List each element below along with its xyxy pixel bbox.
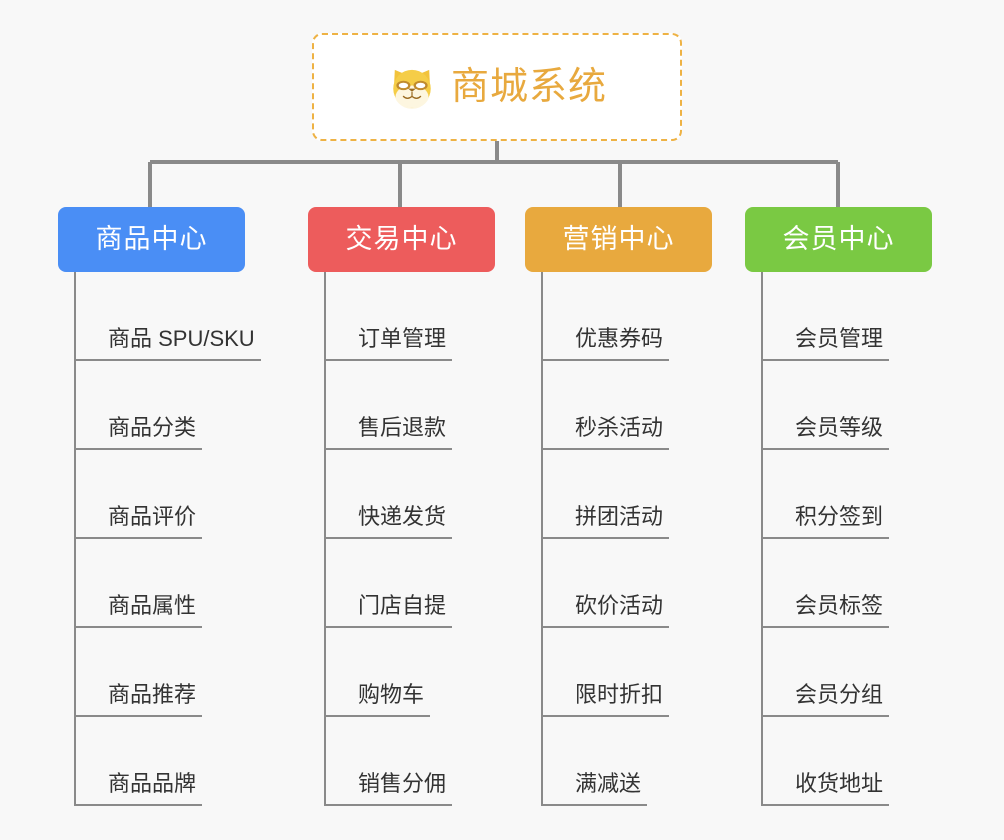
leaf-stub — [761, 448, 795, 450]
category-label-2: 交易中心 — [345, 224, 458, 254]
leaf-stub — [324, 715, 358, 717]
root-title: 商城系统 — [450, 66, 607, 108]
leaf-item[interactable]: 限时折扣 — [541, 628, 670, 717]
leaf-label: 商品推荐 — [108, 684, 203, 717]
leaf-trunk-1 — [74, 272, 76, 806]
leaf-stub — [324, 804, 358, 806]
leaf-item[interactable]: 商品品牌 — [74, 717, 261, 806]
leaf-stub — [74, 715, 108, 717]
leaf-label: 购物车 — [358, 684, 431, 717]
leaf-label: 满减送 — [575, 773, 648, 806]
leaf-label: 砍价活动 — [575, 595, 670, 628]
leaf-stub — [541, 804, 575, 806]
shiba-dog-face-icon — [393, 69, 431, 109]
category-label-3: 营销中心 — [562, 224, 675, 254]
leaf-label: 限时折扣 — [575, 684, 670, 717]
leaf-label: 会员管理 — [795, 328, 890, 361]
leaf-stub — [761, 715, 795, 717]
category-label-4: 会员中心 — [782, 224, 895, 254]
leaf-item[interactable]: 优惠券码 — [541, 272, 670, 361]
leaf-stub — [74, 359, 108, 361]
category-box-2[interactable]: 交易中心 — [308, 207, 495, 272]
leaf-item[interactable]: 满减送 — [541, 717, 669, 806]
leaf-item[interactable]: 拼团活动 — [541, 450, 670, 539]
leaf-trunk-3 — [541, 272, 543, 806]
leaf-column-3: 优惠券码 秒杀活动 拼团活动 砍价活动 限时折扣 满减送 — [541, 272, 670, 806]
leaf-item[interactable]: 积分签到 — [761, 450, 890, 539]
leaf-item[interactable]: 会员标签 — [761, 539, 890, 628]
category-box-3[interactable]: 营销中心 — [525, 207, 712, 272]
leaf-column-1: 商品 SPU/SKU 商品分类 商品评价 商品属性 商品推荐 商品品牌 — [74, 272, 261, 806]
leaf-label: 商品分类 — [108, 417, 203, 450]
leaf-label: 门店自提 — [358, 595, 453, 628]
leaf-label: 优惠券码 — [575, 328, 670, 361]
leaf-stub — [324, 626, 358, 628]
leaf-item[interactable]: 秒杀活动 — [541, 361, 670, 450]
leaf-stub — [761, 537, 795, 539]
leaf-column-2: 订单管理 售后退款 快递发货 门店自提 购物车 销售分佣 — [324, 272, 453, 806]
leaf-stub — [74, 626, 108, 628]
leaf-item[interactable]: 会员管理 — [761, 272, 890, 361]
leaf-stub — [761, 359, 795, 361]
leaf-item[interactable]: 订单管理 — [324, 272, 453, 361]
leaf-label: 会员分组 — [795, 684, 890, 717]
leaf-trunk-4 — [761, 272, 763, 806]
leaf-item[interactable]: 售后退款 — [324, 361, 453, 450]
leaf-label: 收货地址 — [795, 773, 890, 806]
leaf-label: 秒杀活动 — [575, 417, 670, 450]
leaf-stub — [541, 359, 575, 361]
leaf-stub — [761, 626, 795, 628]
leaf-item[interactable]: 商品属性 — [74, 539, 261, 628]
leaf-item[interactable]: 商品 SPU/SKU — [74, 272, 261, 361]
leaf-item[interactable]: 会员分组 — [761, 628, 890, 717]
leaf-label: 商品品牌 — [108, 773, 203, 806]
leaf-item[interactable]: 门店自提 — [324, 539, 453, 628]
category-box-1[interactable]: 商品中心 — [58, 207, 245, 272]
leaf-item[interactable]: 商品推荐 — [74, 628, 261, 717]
leaf-item[interactable]: 商品分类 — [74, 361, 261, 450]
leaf-item[interactable]: 商品评价 — [74, 450, 261, 539]
leaf-label: 售后退款 — [358, 417, 453, 450]
leaf-label: 会员等级 — [795, 417, 890, 450]
leaf-stub — [541, 715, 575, 717]
leaf-item[interactable]: 砍价活动 — [541, 539, 670, 628]
leaf-label: 销售分佣 — [358, 773, 453, 806]
leaf-label: 拼团活动 — [575, 506, 670, 539]
leaf-label: 积分签到 — [795, 506, 890, 539]
leaf-stub — [541, 537, 575, 539]
category-box-4[interactable]: 会员中心 — [745, 207, 932, 272]
leaf-stub — [761, 804, 795, 806]
leaf-stub — [74, 804, 108, 806]
leaf-label: 订单管理 — [358, 328, 453, 361]
leaf-item[interactable]: 购物车 — [324, 628, 452, 717]
leaf-item[interactable]: 快递发货 — [324, 450, 453, 539]
leaf-stub — [324, 359, 358, 361]
leaf-label: 快递发货 — [358, 506, 453, 539]
leaf-stub — [74, 448, 108, 450]
leaf-column-4: 会员管理 会员等级 积分签到 会员标签 会员分组 收货地址 — [761, 272, 890, 806]
leaf-stub — [324, 448, 358, 450]
leaf-item[interactable]: 销售分佣 — [324, 717, 453, 806]
root-node[interactable]: 商城系统 — [312, 33, 682, 141]
leaf-item[interactable]: 收货地址 — [761, 717, 890, 806]
leaf-stub — [324, 537, 358, 539]
leaf-item[interactable]: 会员等级 — [761, 361, 890, 450]
leaf-stub — [74, 537, 108, 539]
leaf-label: 商品评价 — [108, 506, 203, 539]
leaf-label: 会员标签 — [795, 595, 890, 628]
leaf-label: 商品属性 — [108, 595, 203, 628]
leaf-label: 商品 SPU/SKU — [108, 328, 261, 361]
leaf-stub — [541, 626, 575, 628]
leaf-trunk-2 — [324, 272, 326, 806]
category-label-1: 商品中心 — [95, 224, 208, 254]
leaf-stub — [541, 448, 575, 450]
